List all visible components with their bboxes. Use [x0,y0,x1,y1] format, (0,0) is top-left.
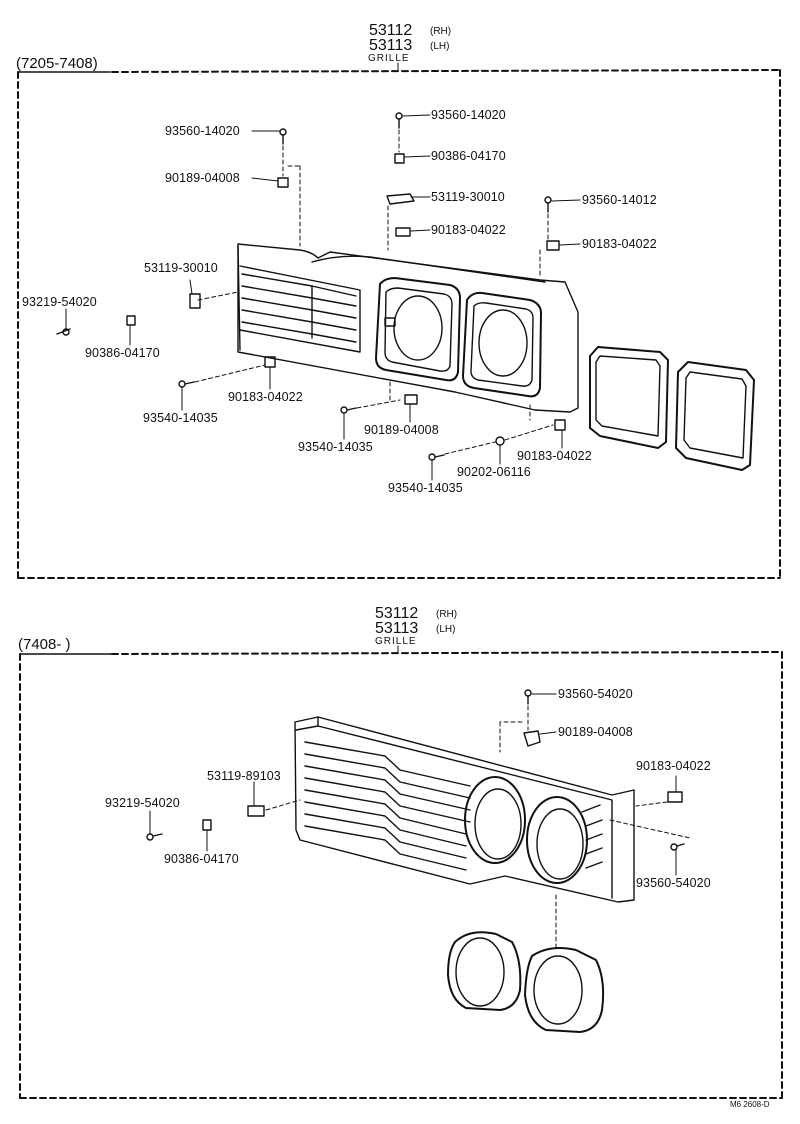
date-range-1: (7205-7408) [16,55,98,72]
dashed-guides-2 [265,705,691,951]
callout-label: 93219-54020 [22,295,97,309]
dashed-guides-1 [194,129,554,455]
part-number-lh-1: 53113 [369,37,413,54]
grille-caption-2: GRILLE [375,636,417,647]
callout-label: 90183-04022 [228,390,303,404]
callout-label: 90189-04008 [558,725,633,739]
side-lh-2: (LH) [436,624,456,635]
part-number-rh-2: 53112 [375,605,419,622]
callout-label: 93560-14020 [165,124,240,138]
callout-label: 93219-54020 [105,796,180,810]
grille-2 [294,716,635,1033]
callout-label: 93560-54020 [558,687,633,701]
callout-label: 93540-14035 [298,440,373,454]
section-2-frame [19,651,783,1099]
grille-caption-1: GRILLE [368,53,410,64]
leaders-1 [65,114,581,481]
part-number-lh-2: 53113 [375,620,419,637]
callout-label: 90183-04022 [517,449,592,463]
callout-label: 93560-14020 [431,108,506,122]
part-number-rh-1: 53112 [369,22,413,39]
date-range-2: (7408- ) [18,636,71,653]
drawing-code: M6 2608-D [730,1100,770,1109]
section-1-frame [17,69,781,579]
callout-label: 90189-04008 [364,423,439,437]
callout-label: 90183-04022 [431,223,506,237]
grille-1 [237,243,755,471]
fasteners-2 [146,689,685,851]
callout-label: 90386-04170 [85,346,160,360]
callout-label: 53119-30010 [431,190,505,204]
callout-label: 93560-14012 [582,193,657,207]
callout-label: 90202-06116 [457,465,531,479]
callout-label: 90386-04170 [431,149,506,163]
side-lh-1: (LH) [430,41,450,52]
callout-label: 53119-89103 [207,769,281,783]
callout-label: 90183-04022 [582,237,657,251]
callout-label: 53119-30010 [144,261,218,275]
callout-label: 93540-14035 [388,481,463,495]
side-rh-1: (RH) [430,26,452,37]
callout-label: 93560-54020 [636,876,711,890]
callout-label: 90386-04170 [164,852,239,866]
side-rh-2: (RH) [436,609,458,620]
callout-label: 90183-04022 [636,759,711,773]
leaders-2 [149,693,677,876]
callout-label: 93540-14035 [143,411,218,425]
callout-label: 90189-04008 [165,171,240,185]
